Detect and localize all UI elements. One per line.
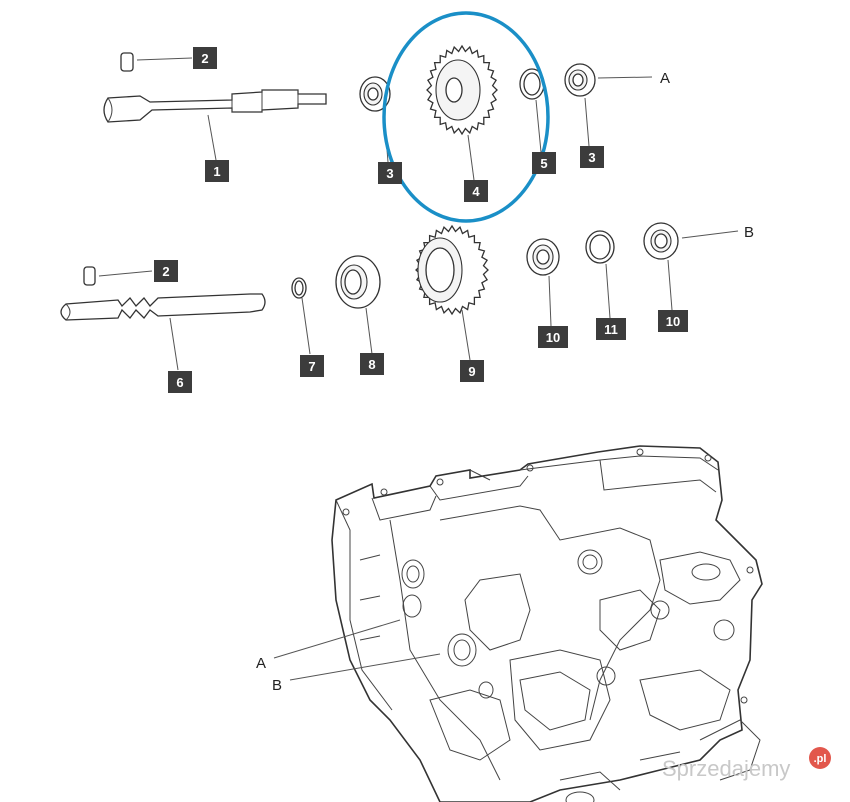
callout-2-lower: 2 bbox=[154, 260, 178, 282]
svg-text:7: 7 bbox=[308, 359, 315, 374]
callout-3-right: 3 bbox=[580, 146, 604, 168]
bearing-part-3-right bbox=[564, 63, 596, 97]
shaft-part-1 bbox=[103, 89, 327, 123]
callout-5: 5 bbox=[532, 152, 556, 174]
svg-text:5: 5 bbox=[540, 156, 547, 171]
callout-10-left: 10 bbox=[538, 326, 568, 348]
svg-text:4: 4 bbox=[472, 184, 480, 199]
pin-part-2-lower bbox=[83, 266, 96, 286]
callout-3-left: 3 bbox=[378, 162, 402, 184]
gear-part-9 bbox=[415, 224, 489, 316]
svg-text:6: 6 bbox=[176, 375, 183, 390]
callout-2-upper: 2 bbox=[193, 47, 217, 69]
reference-b-upper: B bbox=[744, 224, 754, 241]
svg-text:1: 1 bbox=[213, 164, 220, 179]
svg-text:2: 2 bbox=[162, 264, 169, 279]
callout-7: 7 bbox=[300, 355, 324, 377]
seal-part-10-left bbox=[526, 238, 560, 276]
pin-part-2-upper bbox=[120, 52, 134, 72]
seal-part-10-right bbox=[643, 222, 679, 260]
reference-a-housing: A bbox=[256, 655, 266, 672]
circlip-part-11 bbox=[585, 230, 615, 264]
bearing-part-8 bbox=[335, 255, 381, 309]
svg-text:10: 10 bbox=[666, 314, 680, 329]
shaft-part-6 bbox=[60, 293, 266, 321]
gearbox-housing bbox=[331, 445, 763, 802]
callout-9: 9 bbox=[460, 360, 484, 382]
svg-text:3: 3 bbox=[588, 150, 595, 165]
callout-1: 1 bbox=[205, 160, 229, 182]
watermark-text: Sprzedajemy bbox=[662, 756, 790, 781]
watermark-badge-text: .pl bbox=[814, 753, 827, 765]
highlight-circle bbox=[382, 11, 550, 223]
reference-a-upper: A bbox=[660, 70, 670, 87]
reference-b-housing: B bbox=[272, 677, 282, 694]
circlip-part-7 bbox=[291, 277, 307, 299]
watermark-badge-icon bbox=[809, 747, 831, 769]
gear-part-4 bbox=[426, 44, 498, 136]
svg-text:11: 11 bbox=[604, 322, 618, 337]
svg-text:9: 9 bbox=[468, 364, 475, 379]
callout-6: 6 bbox=[168, 371, 192, 393]
callout-8: 8 bbox=[360, 353, 384, 375]
svg-text:10: 10 bbox=[546, 330, 560, 345]
bearing-part-3-left bbox=[359, 76, 391, 112]
svg-text:2: 2 bbox=[201, 51, 208, 66]
callout-11: 11 bbox=[596, 318, 626, 340]
svg-text:8: 8 bbox=[368, 357, 375, 372]
callout-4: 4 bbox=[464, 180, 488, 202]
callout-10-right: 10 bbox=[658, 310, 688, 332]
svg-text:3: 3 bbox=[386, 166, 393, 181]
